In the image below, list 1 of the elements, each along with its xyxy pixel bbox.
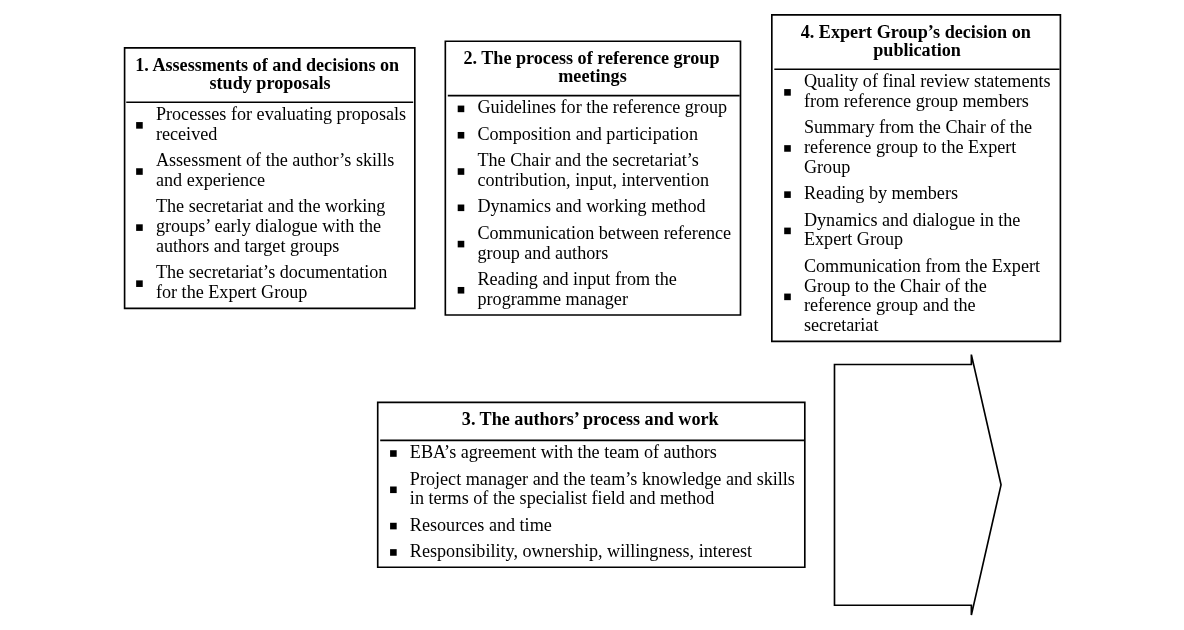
node-arrow <box>833 353 1002 616</box>
